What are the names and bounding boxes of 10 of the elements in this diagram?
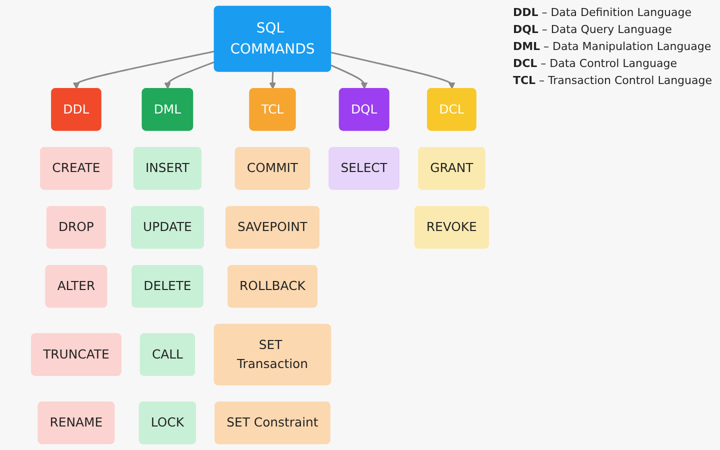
abbreviation-note: DDL – Data Definition Language — [512, 5, 693, 21]
arrow — [330, 64, 368, 90]
abbreviation-note: DCL – Data Control Language — [512, 56, 678, 72]
arrow — [330, 52, 456, 90]
abbreviation-note: TCL – Transaction Control Language — [512, 73, 712, 89]
arrow — [164, 61, 215, 90]
abbreviation-note: DML – Data Manipulation Language — [512, 39, 712, 55]
abbreviation-note: DQL – Data Query Language — [512, 22, 673, 38]
arrow — [269, 72, 276, 90]
arrow — [72, 50, 215, 90]
